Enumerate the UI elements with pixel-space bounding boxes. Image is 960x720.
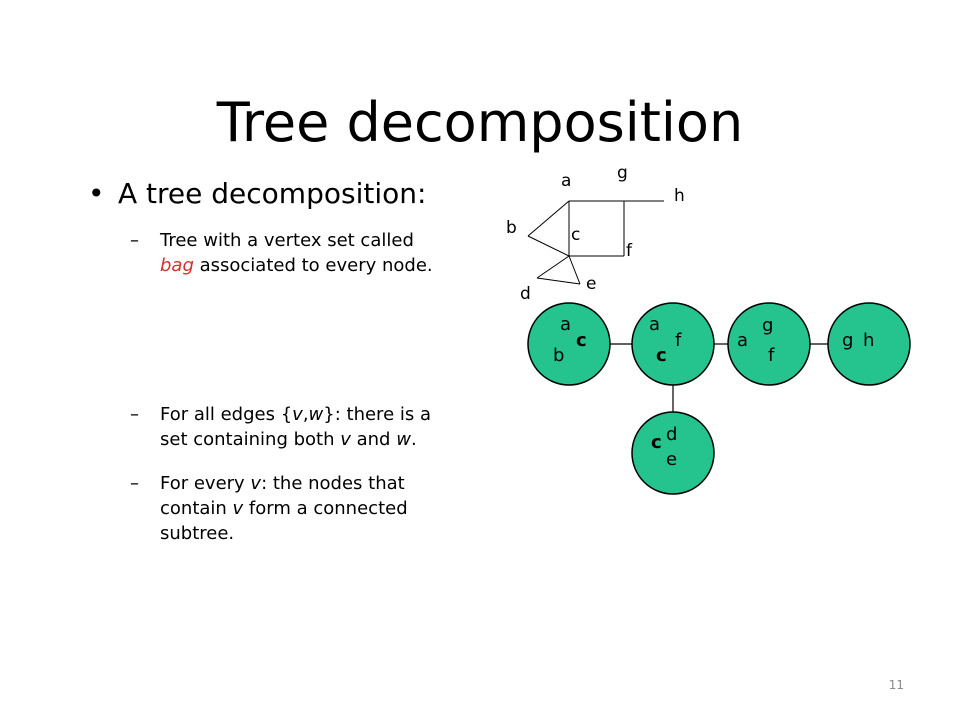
bag1-label-a: a — [560, 314, 571, 335]
bag2-label-f: f — [675, 330, 682, 351]
graph-edges — [527, 200, 664, 285]
sub2-v2: v — [340, 429, 351, 450]
sub1-line2: associated to every node. — [193, 255, 433, 276]
sub2-w: w — [308, 404, 324, 425]
bag-1 — [527, 302, 611, 386]
bag2-label-a: a — [649, 314, 660, 335]
sub2-mid: }: there is a set containing both — [160, 404, 431, 450]
bag4-label-h: h — [863, 330, 874, 351]
vertex-label-h: h — [674, 186, 685, 206]
vertex-label-b: b — [506, 218, 517, 238]
bag-4 — [827, 302, 911, 386]
sub3-rest: : the nodes that contain — [160, 473, 405, 519]
sub2-v: v — [292, 404, 303, 425]
bag3-label-g: g — [762, 315, 773, 336]
vertex-label-e: e — [586, 274, 596, 294]
bag3-label-a: a — [737, 330, 748, 351]
bag-3 — [727, 302, 811, 386]
vertex-label-c: c — [571, 225, 580, 245]
sub2-pre: For all edges { — [160, 404, 293, 425]
bag-2 — [631, 302, 715, 386]
dash-icon: – — [130, 404, 139, 425]
sub2-w2: w — [396, 429, 411, 450]
sub-bullet-edges: – For all edges {v,w}: there is a set co… — [130, 402, 460, 452]
edge-b-c — [527, 235, 570, 257]
sub3-v2: v — [232, 498, 244, 519]
bag2-label-c: c — [656, 345, 667, 366]
bullet-dot-icon: • — [88, 177, 105, 210]
sub-bullet-connected: – For every v: the nodes that contain v … — [130, 471, 460, 546]
sub2-end: . — [410, 429, 417, 450]
tree-edges — [610, 343, 828, 412]
bag3-label-f: f — [768, 345, 775, 366]
page-number: 11 — [888, 678, 904, 692]
edge-c-d — [536, 255, 570, 279]
slide-title: Tree decomposition — [216, 91, 744, 154]
main-bullet: • A tree decomposition: — [88, 176, 426, 212]
bag-5 — [631, 411, 715, 495]
edge-c-e — [568, 255, 581, 285]
sub-bullet-bag: – Tree with a vertex set called bag asso… — [130, 228, 460, 278]
bag4-label-g: g — [842, 330, 853, 351]
bag1-label-b: b — [553, 345, 564, 366]
sub3-pre: For every — [160, 473, 251, 494]
vertex-label-g: g — [617, 163, 628, 183]
sub1-line1: Tree with a vertex set called — [160, 230, 414, 251]
edge-d-e — [536, 277, 581, 285]
tree-bags — [527, 302, 911, 495]
dash-icon: – — [130, 473, 139, 494]
bag5-label-d: d — [666, 424, 677, 445]
bag1-label-c: c — [576, 330, 587, 351]
sub1-emph: bag — [160, 255, 194, 276]
dash-icon: – — [130, 230, 139, 251]
bag5-label-e: e — [666, 449, 677, 470]
sub3-v: v — [250, 473, 262, 494]
sub2-and: and — [350, 429, 397, 450]
edge-b-a — [527, 200, 570, 237]
bag5-label-c: c — [651, 432, 662, 453]
sub3-end: form a connected subtree. — [160, 498, 408, 544]
bullet-text: A tree decomposition: — [118, 177, 427, 210]
vertex-label-a: a — [561, 171, 571, 191]
vertex-label-d: d — [520, 284, 531, 304]
vertex-label-f: f — [626, 241, 633, 261]
sub2-comma: , — [302, 404, 309, 425]
